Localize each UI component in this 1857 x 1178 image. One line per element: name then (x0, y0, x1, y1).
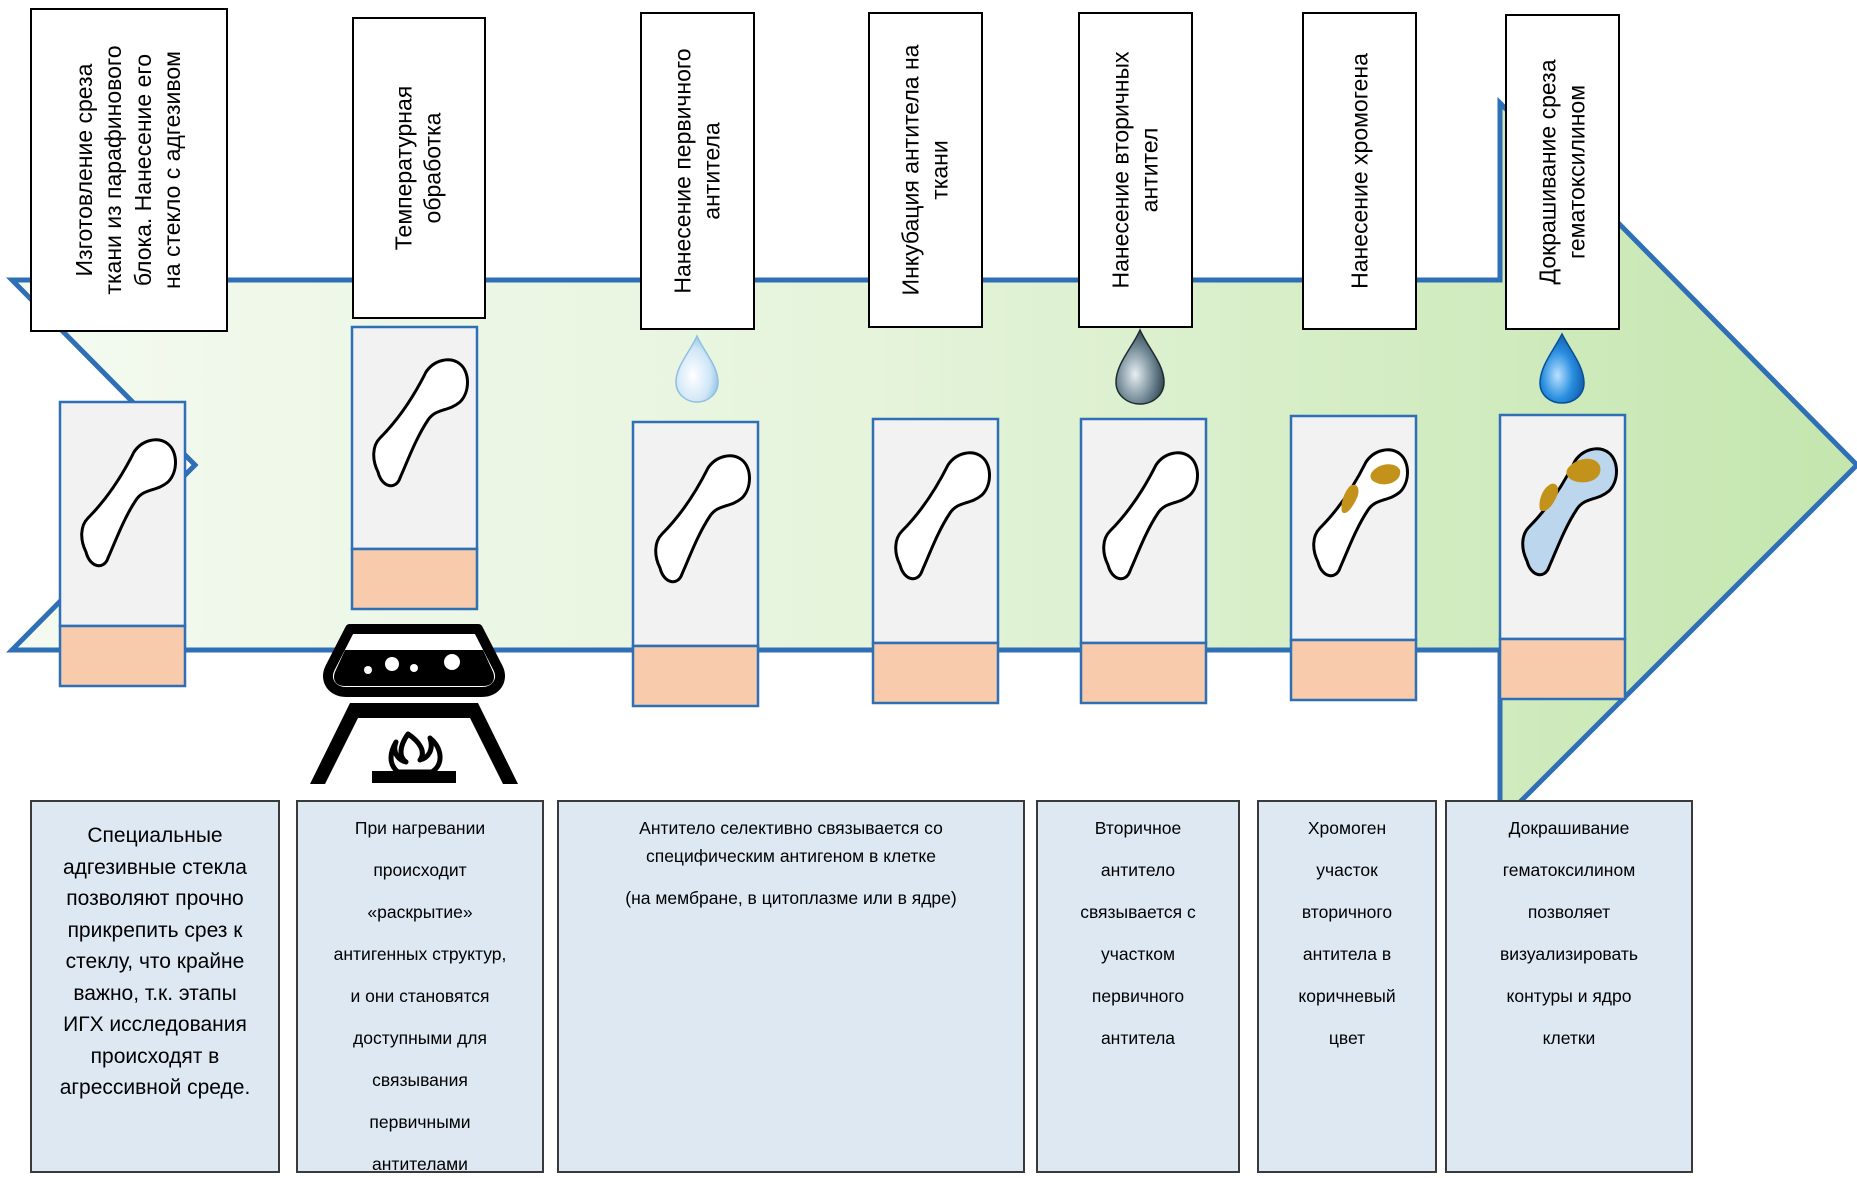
step-title-4: Инкубация антитела на ткани (868, 12, 983, 328)
slide-4 (871, 417, 1000, 705)
brown-stain-7a (1566, 458, 1601, 483)
blue-drop-icon (1539, 332, 1585, 404)
slide-6 (1289, 414, 1418, 702)
brown-stain-6a (1370, 464, 1401, 485)
description-3: Антитело селективно связывается со специ… (557, 800, 1025, 1173)
description-4: Вторичное антитело связывается с участко… (1036, 800, 1240, 1173)
description-2: При нагревании происходит «раскрытие» ан… (296, 800, 544, 1174)
light-drop-icon (675, 334, 719, 403)
description-4-text: Вторичное антитело связывается с участко… (1080, 818, 1196, 1048)
step-title-5: Нанесение вторичных антител (1078, 12, 1193, 328)
description-5-text: Хромоген участок вторичного антитела в к… (1298, 818, 1396, 1048)
brown-stain-6b (1341, 484, 1359, 514)
description-6: Докрашивание гематоксилином позволяет ви… (1445, 800, 1693, 1173)
description-5: Хромоген участок вторичного антитела в к… (1257, 800, 1437, 1173)
slide-5 (1079, 417, 1208, 705)
slide-7 (1498, 413, 1627, 701)
description-1: Специальные адгезивные стекла позволяют … (30, 800, 280, 1173)
dark-drop-icon (1115, 328, 1165, 405)
description-2-text: При нагревании происходит «раскрытие» ан… (333, 818, 507, 1174)
heated-bath-icon (310, 624, 518, 784)
step-title-6: Нанесение хромогена (1302, 12, 1417, 330)
description-3-text: Антитело селективно связывается со специ… (625, 818, 957, 908)
brown-stain-7b (1539, 483, 1559, 512)
step-title-3: Нанесение первичного антитела (640, 12, 755, 330)
description-1-text: Специальные адгезивные стекла позволяют … (59, 824, 251, 1099)
step-title-7: Докрашивание среза гематоксилином (1505, 14, 1620, 330)
slide-3 (631, 420, 760, 708)
step-title-2: Температурная обработка (352, 17, 486, 319)
slide-2 (350, 325, 479, 611)
step-title-1: Изготовление среза ткани из парафинового… (30, 8, 228, 332)
slide-1 (58, 400, 187, 688)
description-6-text: Докрашивание гематоксилином позволяет ви… (1499, 818, 1639, 1048)
